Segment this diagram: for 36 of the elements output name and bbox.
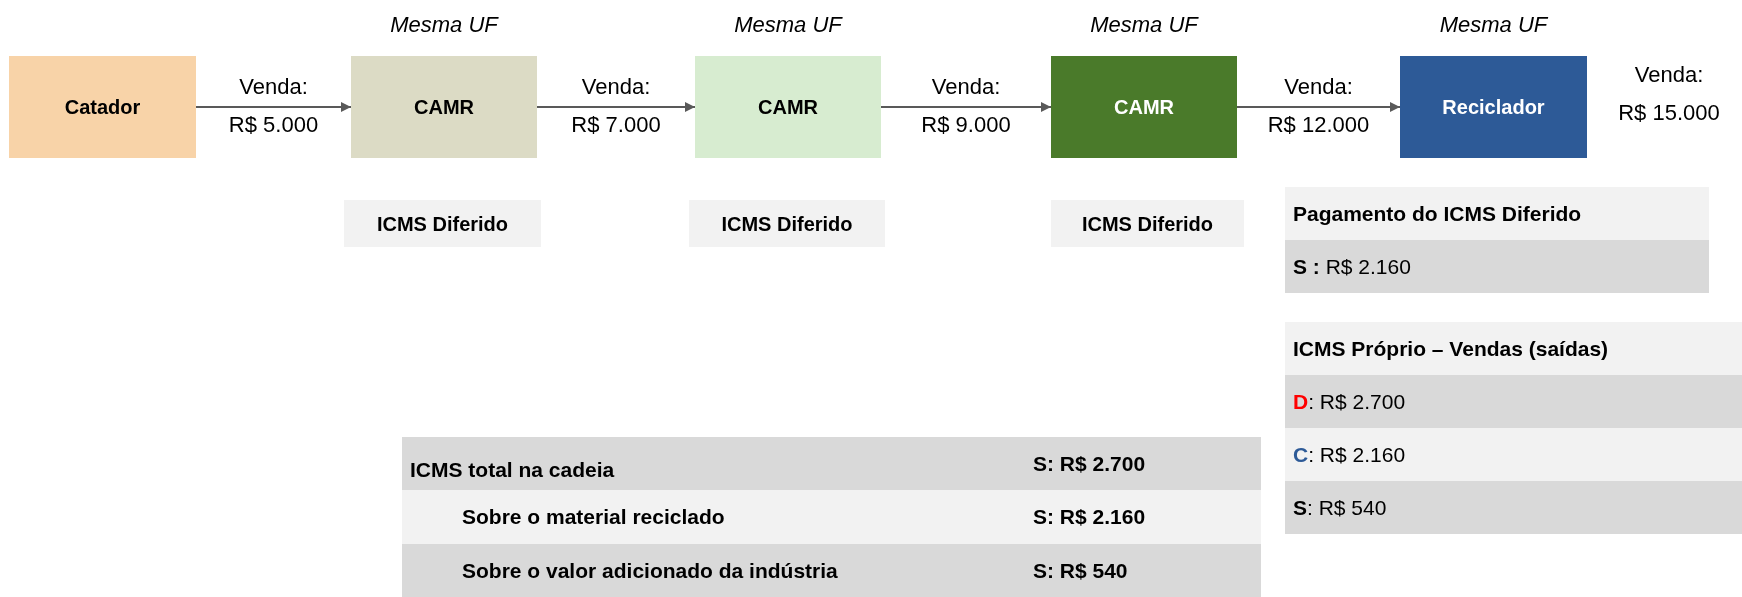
process-box: Catador [9, 56, 196, 158]
table-cell-text: S: R$ 2.160 [1033, 504, 1146, 531]
node-note: Mesma UF [733, 14, 844, 36]
table-cell-text: ICMS total na cadeia [409, 456, 616, 483]
arrow [1236, 102, 1401, 112]
edge-label: Venda: R$ 5.000 [227, 73, 320, 139]
process-box: CAMR [1051, 56, 1237, 158]
process-box: Reciclador [1400, 56, 1587, 158]
edge-label: Venda: R$ 12.000 [1266, 73, 1371, 139]
process-box: CAMR [351, 56, 537, 158]
status-tag: ICMS Diferido [1051, 200, 1244, 247]
arrow [195, 102, 352, 112]
node-note: Mesma UF [389, 14, 500, 36]
panel-row: S: R$ 540 [1285, 481, 1742, 534]
node-note: Mesma UF [1438, 14, 1549, 36]
panel-heading: Pagamento do ICMS Diferido [1285, 187, 1709, 240]
panel-row: D: R$ 2.700 [1285, 375, 1742, 428]
arrow [880, 102, 1052, 112]
process-box: CAMR [695, 56, 881, 158]
table-cell-text: Sobre o material reciclado [461, 504, 726, 531]
panel-row: S : R$ 2.160 [1285, 240, 1709, 293]
table-cell-text: S: R$ 540 [1033, 557, 1128, 584]
status-tag: ICMS Diferido [344, 200, 541, 247]
info-panel [1285, 322, 1742, 534]
sale-note: Venda: R$ 15.000 [1617, 61, 1721, 127]
table-cell-text: S: R$ 2.700 [1033, 450, 1146, 477]
panel-row: C: R$ 2.160 [1285, 428, 1742, 481]
table-cell-text: Sobre o valor adicionado da indústria [461, 557, 839, 584]
info-panel [1285, 187, 1709, 293]
edge-label: Venda: R$ 9.000 [920, 73, 1012, 139]
summary-table [402, 437, 1261, 597]
arrow [536, 102, 696, 112]
panel-heading: ICMS Próprio – Vendas (saídas) [1285, 322, 1742, 375]
status-tag: ICMS Diferido [689, 200, 885, 247]
edge-label: Venda: R$ 7.000 [570, 73, 662, 139]
node-note: Mesma UF [1089, 14, 1200, 36]
